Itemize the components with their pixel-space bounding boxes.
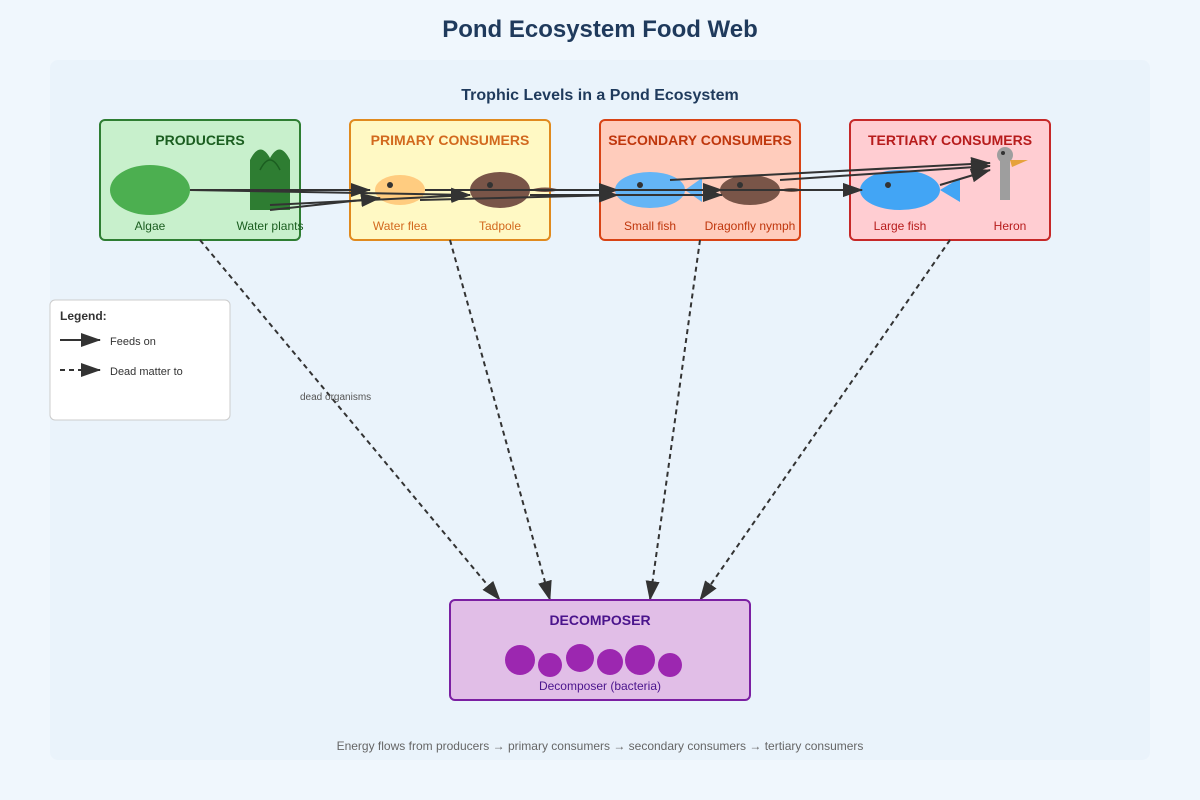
legend-feeds-on: Feeds on	[110, 336, 156, 348]
organism-label-algae: Algae	[135, 219, 166, 233]
bacteria-icon	[505, 644, 682, 677]
legend-title: Legend:	[60, 309, 107, 323]
secondary-consumers-label: SECONDARY CONSUMERS	[608, 132, 792, 148]
arrow-algae-to-tadpole	[189, 187, 471, 202]
arrow-small-fish-to-heron	[669, 157, 991, 181]
feeding-arrows	[189, 157, 991, 211]
organism-label-large-fish: Large fish	[874, 219, 927, 233]
heron-icon	[997, 147, 1028, 200]
arrow-large-fish-to-heron	[939, 168, 991, 186]
arrow-dragonfly-nymph-to-heron	[779, 160, 991, 181]
arrow-producers-to-decomposer	[199, 239, 501, 601]
decomposer-label: DECOMPOSER	[549, 612, 650, 628]
water-flea-icon	[375, 175, 425, 205]
large-fish-icon	[860, 170, 940, 210]
tertiary-consumers-box: TERTIARY CONSUMERS Large fish Heron	[849, 119, 1051, 241]
decomposer-box: DECOMPOSER Decomposer (bacteria)	[449, 599, 751, 701]
producers-box: PRODUCERS Algae Water plants	[99, 119, 304, 241]
organism-label-water-flea: Water flea	[373, 219, 428, 233]
arrow-water-plants-to-tadpole	[269, 188, 471, 206]
tertiary-consumers-label: TERTIARY CONSUMERS	[868, 132, 1032, 148]
organism-label-water-plants: Water plants	[237, 219, 304, 233]
legend: Legend: Feeds on Dead matter to	[49, 299, 231, 421]
page-title: Pond Ecosystem Food Web	[442, 16, 758, 43]
organism-label-dragonfly-nymph: Dragonfly nymph	[705, 219, 796, 233]
dead-organisms-label: dead organisms	[300, 392, 371, 403]
diagram-title: Trophic Levels in a Pond Ecosystem	[461, 87, 738, 104]
organism-label-tadpole: Tadpole	[479, 219, 521, 233]
arrow-secondary-to-decomposer	[645, 239, 701, 601]
water-plants-icon	[250, 149, 290, 210]
dead-matter-arrows	[199, 239, 951, 601]
arrow-tertiary-to-decomposer	[699, 239, 951, 601]
organism-label-small-fish: Small fish	[624, 219, 676, 233]
algae-icon	[110, 165, 190, 215]
primary-consumers-box: PRIMARY CONSUMERS Water flea Tadpole	[349, 119, 560, 241]
producers-label: PRODUCERS	[155, 132, 244, 148]
legend-dead-matter: Dead matter to	[110, 366, 183, 378]
organism-label-bacteria: Decomposer (bacteria)	[539, 679, 661, 693]
primary-consumers-label: PRIMARY CONSUMERS	[371, 132, 530, 148]
energy-flow-footer: Energy flows from producers → primary co…	[337, 739, 864, 753]
secondary-consumers-box: SECONDARY CONSUMERS Small fish Dragonfly…	[599, 119, 802, 241]
organism-label-heron: Heron	[994, 219, 1027, 233]
